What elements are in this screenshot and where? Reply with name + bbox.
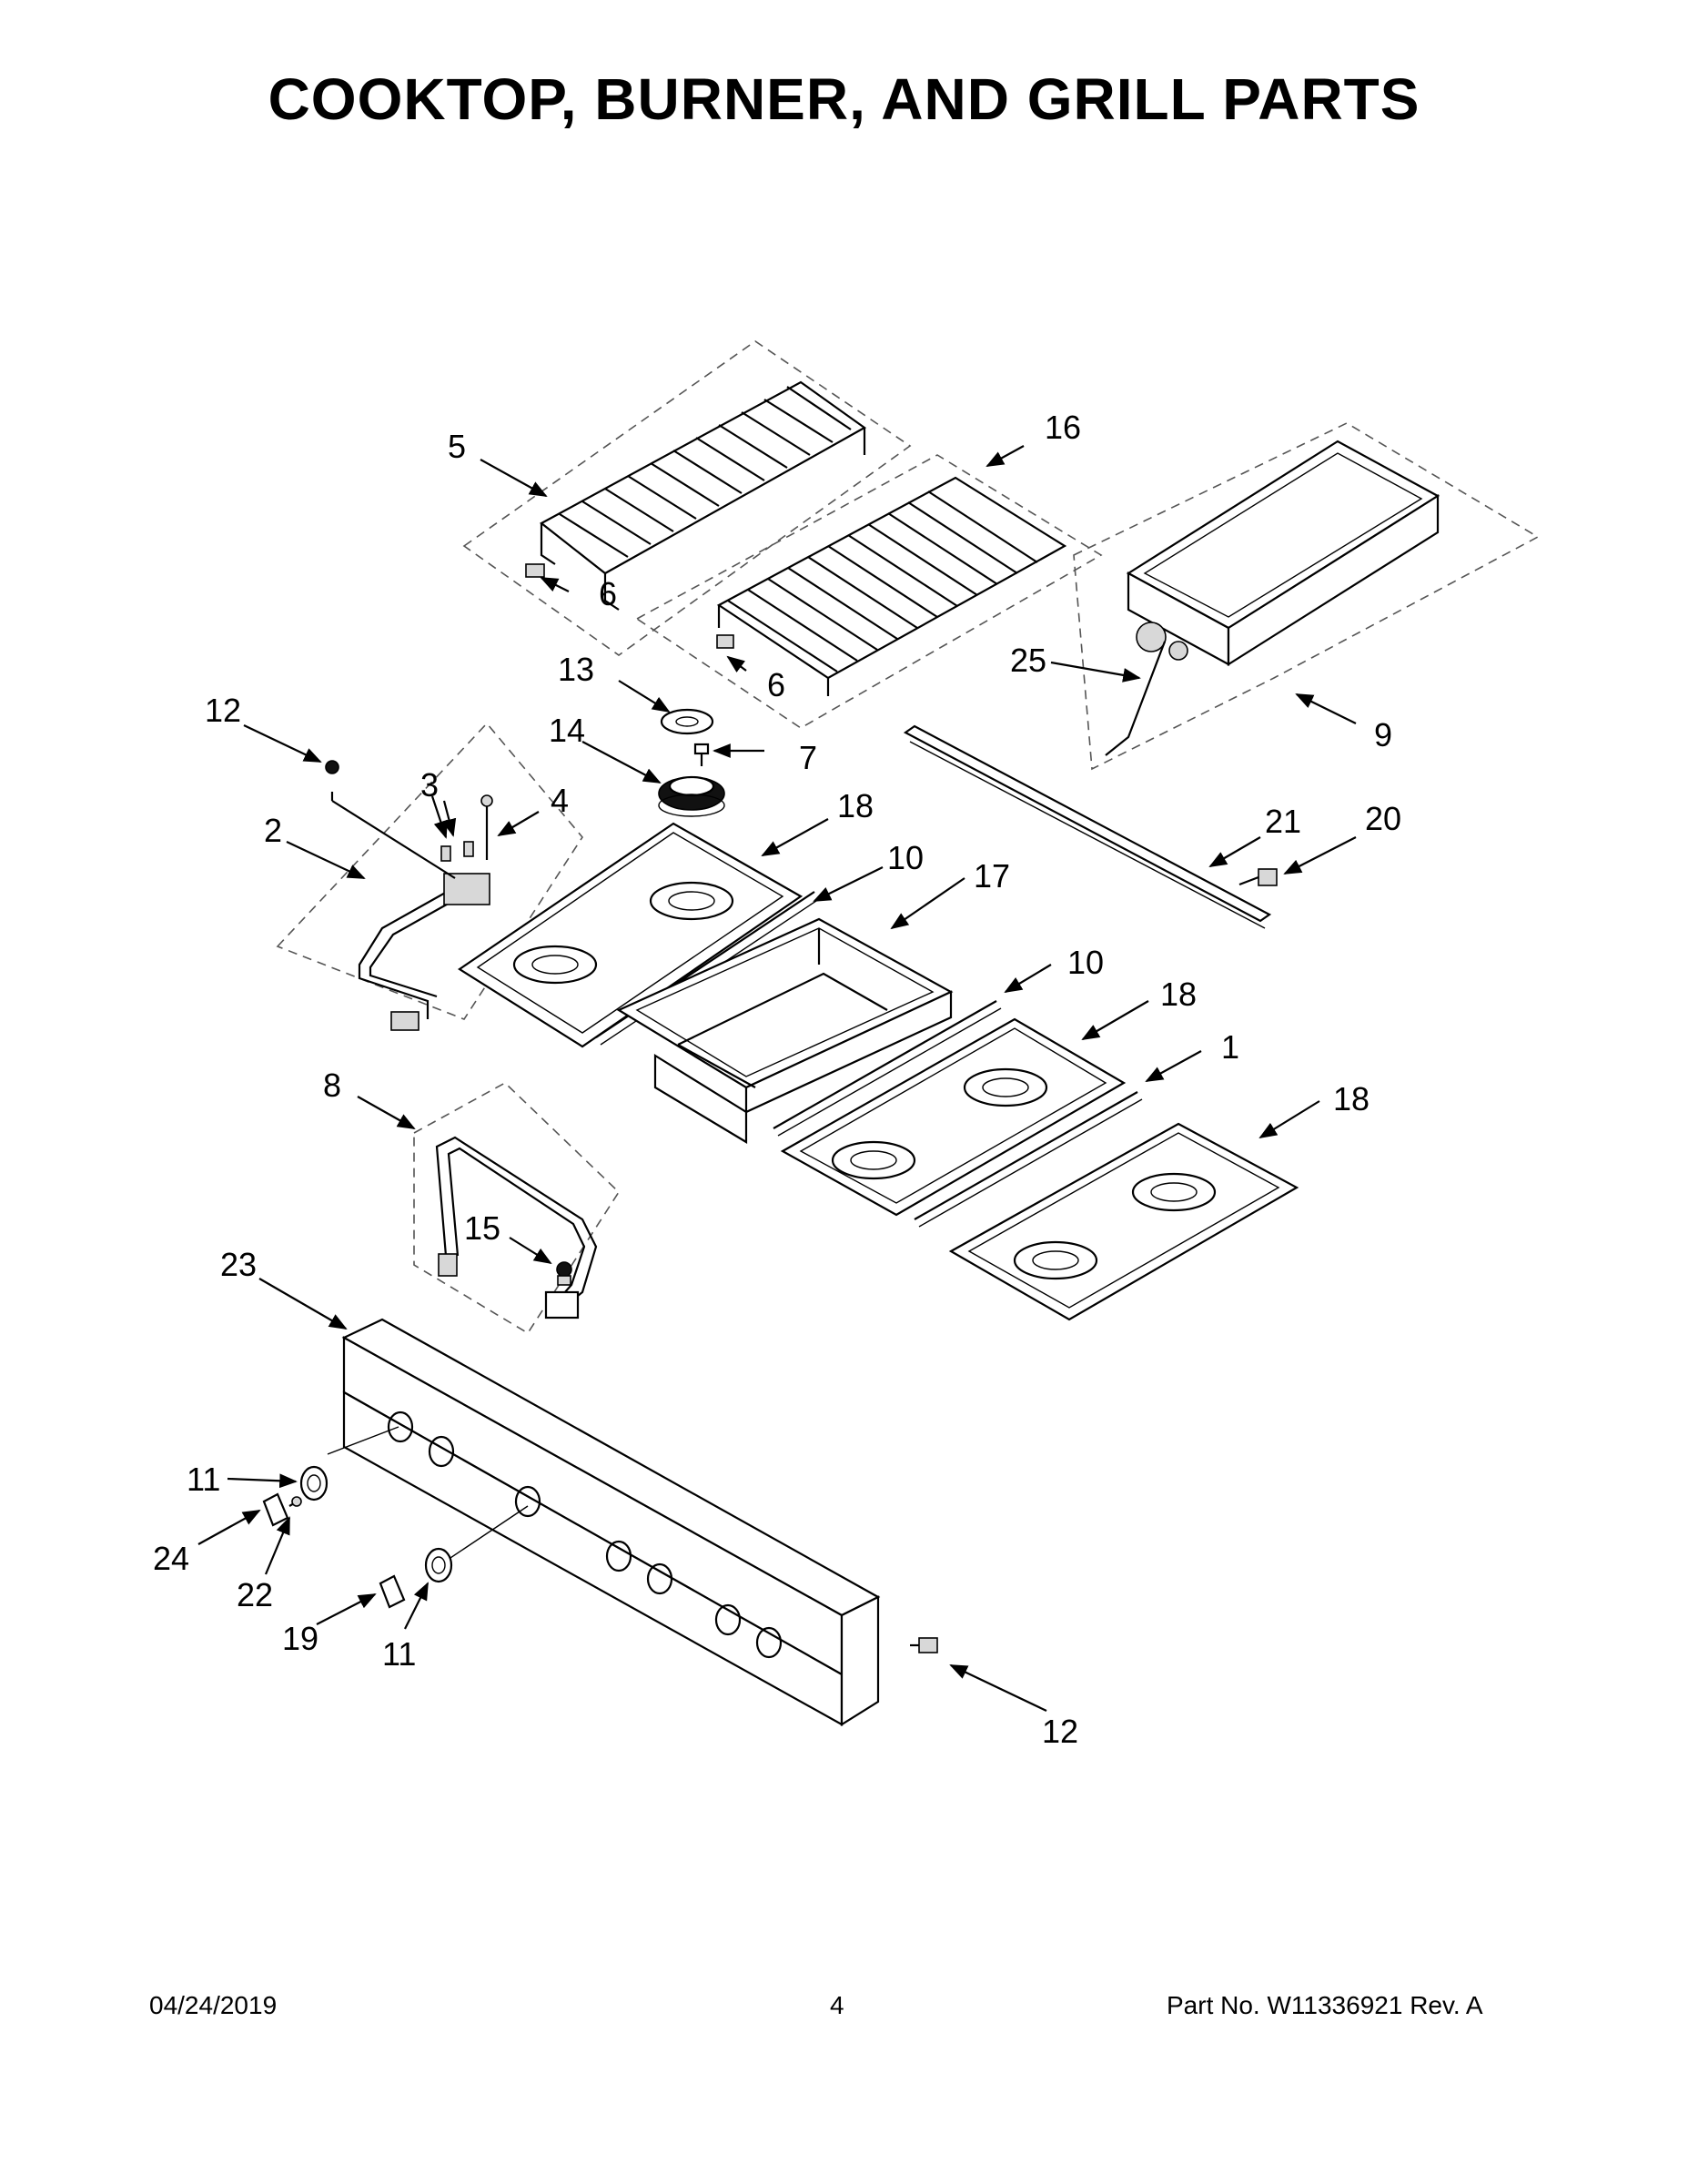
callout-2: 2 <box>264 812 282 849</box>
callout-18-right: 18 <box>1333 1080 1370 1117</box>
burner-pan-part-18-right <box>948 1122 1299 1321</box>
callout-11-lower: 11 <box>382 1635 416 1673</box>
burner-head-part-14 <box>658 775 725 817</box>
leader-arrows <box>197 445 1357 1712</box>
callout-11-upper: 11 <box>187 1461 220 1498</box>
burner-cap-part-13 <box>660 708 714 735</box>
callout-20: 20 <box>1365 800 1401 837</box>
callout-5: 5 <box>448 428 466 465</box>
callout-21: 21 <box>1265 803 1301 840</box>
trim-strip-part-1 <box>914 1091 1143 1228</box>
knob-part-19 <box>379 1574 406 1609</box>
callout-18-middle: 18 <box>1160 976 1197 1013</box>
callout-24: 24 <box>153 1540 189 1577</box>
footer-part-number: Part No. W11336921 Rev. A <box>1167 1991 1483 2019</box>
callout-17: 17 <box>974 857 1010 895</box>
callout-7: 7 <box>799 739 817 776</box>
callout-12-upper: 12 <box>205 692 241 729</box>
callout-8: 8 <box>323 1067 341 1104</box>
callout-15: 15 <box>464 1209 500 1247</box>
page-title: COOKTOP, BURNER, AND GRILL PARTS <box>268 66 1420 132</box>
callout-18-left: 18 <box>837 787 874 824</box>
callout-25: 25 <box>1010 642 1046 679</box>
orifice-part-15 <box>556 1261 572 1286</box>
burner-pan-part-18-middle <box>780 1017 1127 1217</box>
grill-assembly-part-9 <box>1073 422 1540 771</box>
callout-12-lower: 12 <box>1042 1713 1078 1750</box>
footer-page-number: 4 <box>830 1991 844 2019</box>
grill-box-part-17 <box>616 917 954 1144</box>
trim-strip-part-10-right <box>773 1000 1002 1137</box>
callout-6-lower: 6 <box>767 666 785 703</box>
callout-3: 3 <box>420 766 439 804</box>
callout-10-lower: 10 <box>1067 944 1104 981</box>
callout-16: 16 <box>1045 409 1081 446</box>
bezel-part-11-upper <box>299 1465 329 1502</box>
callout-10-upper: 10 <box>887 839 924 876</box>
burner-valve-assembly-part-2 <box>276 722 583 1031</box>
callout-1: 1 <box>1221 1028 1239 1066</box>
burner-pan-part-18-left <box>457 822 804 1048</box>
callout-13: 13 <box>558 651 594 688</box>
grill-grate-part-16 <box>635 454 1103 729</box>
grate-part-5 <box>462 340 912 656</box>
screw-part-12-lower <box>910 1637 938 1653</box>
bezel-part-11-lower <box>424 1547 453 1583</box>
rear-trim-part-21 <box>903 724 1272 929</box>
callout-4: 4 <box>551 782 569 819</box>
knob-part-24 <box>262 1492 289 1527</box>
callout-6-upper: 6 <box>599 575 617 612</box>
screw-part-20 <box>1238 868 1278 886</box>
gas-manifold-part-8 <box>413 1082 621 1335</box>
callout-labels: 1 2 3 4 5 6 6 7 8 9 10 10 11 11 12 12 13… <box>153 409 1401 1750</box>
callout-14: 14 <box>549 712 585 749</box>
callout-22: 22 <box>237 1576 273 1613</box>
callout-23: 23 <box>220 1246 257 1283</box>
callout-9: 9 <box>1374 716 1392 753</box>
footer-date: 04/24/2019 <box>149 1991 278 2019</box>
clip-part-22 <box>288 1496 302 1507</box>
screw-part-7 <box>693 743 710 766</box>
control-panel-part-23 <box>327 1318 881 1726</box>
callout-19: 19 <box>282 1620 318 1657</box>
